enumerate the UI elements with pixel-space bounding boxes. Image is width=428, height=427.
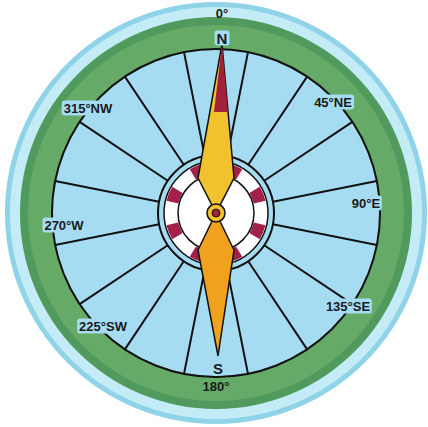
outer-ring-inner <box>10 7 422 419</box>
dial-spoke <box>248 261 307 349</box>
dial-spoke <box>80 245 168 304</box>
pivot <box>207 204 225 222</box>
north-needle-tip <box>214 44 228 112</box>
bearing-label: 135°SE <box>324 299 372 314</box>
degree-label: 0° <box>214 6 230 21</box>
pivot-dot <box>212 209 220 217</box>
dial-spoke <box>264 245 352 304</box>
direction-letter: S <box>211 361 225 376</box>
bearing-label: 90°E <box>350 196 382 211</box>
degree-label: 180° <box>201 379 232 394</box>
bearing-label: 270°W <box>42 218 85 233</box>
bearing-label: 315°NW <box>62 101 115 116</box>
dial-spoke <box>227 270 248 374</box>
bearing-label: 45°NE <box>312 95 354 110</box>
dial-spoke <box>273 224 377 245</box>
dial-spoke <box>264 122 352 181</box>
green-band-wash <box>28 25 404 401</box>
dial-spoke <box>55 181 159 202</box>
dial-spoke <box>184 52 205 156</box>
dial-spoke <box>125 261 184 349</box>
dial-spoke <box>248 77 307 165</box>
dial-spoke <box>80 122 168 181</box>
dial-spoke <box>184 270 205 374</box>
outer-ring <box>5 2 427 424</box>
bearing-label: 225°SW <box>77 319 129 334</box>
south-needle <box>198 213 234 356</box>
direction-letter: N <box>215 31 230 46</box>
green-band <box>20 17 412 409</box>
dial-spoke <box>125 77 184 165</box>
north-needle <box>198 44 234 213</box>
